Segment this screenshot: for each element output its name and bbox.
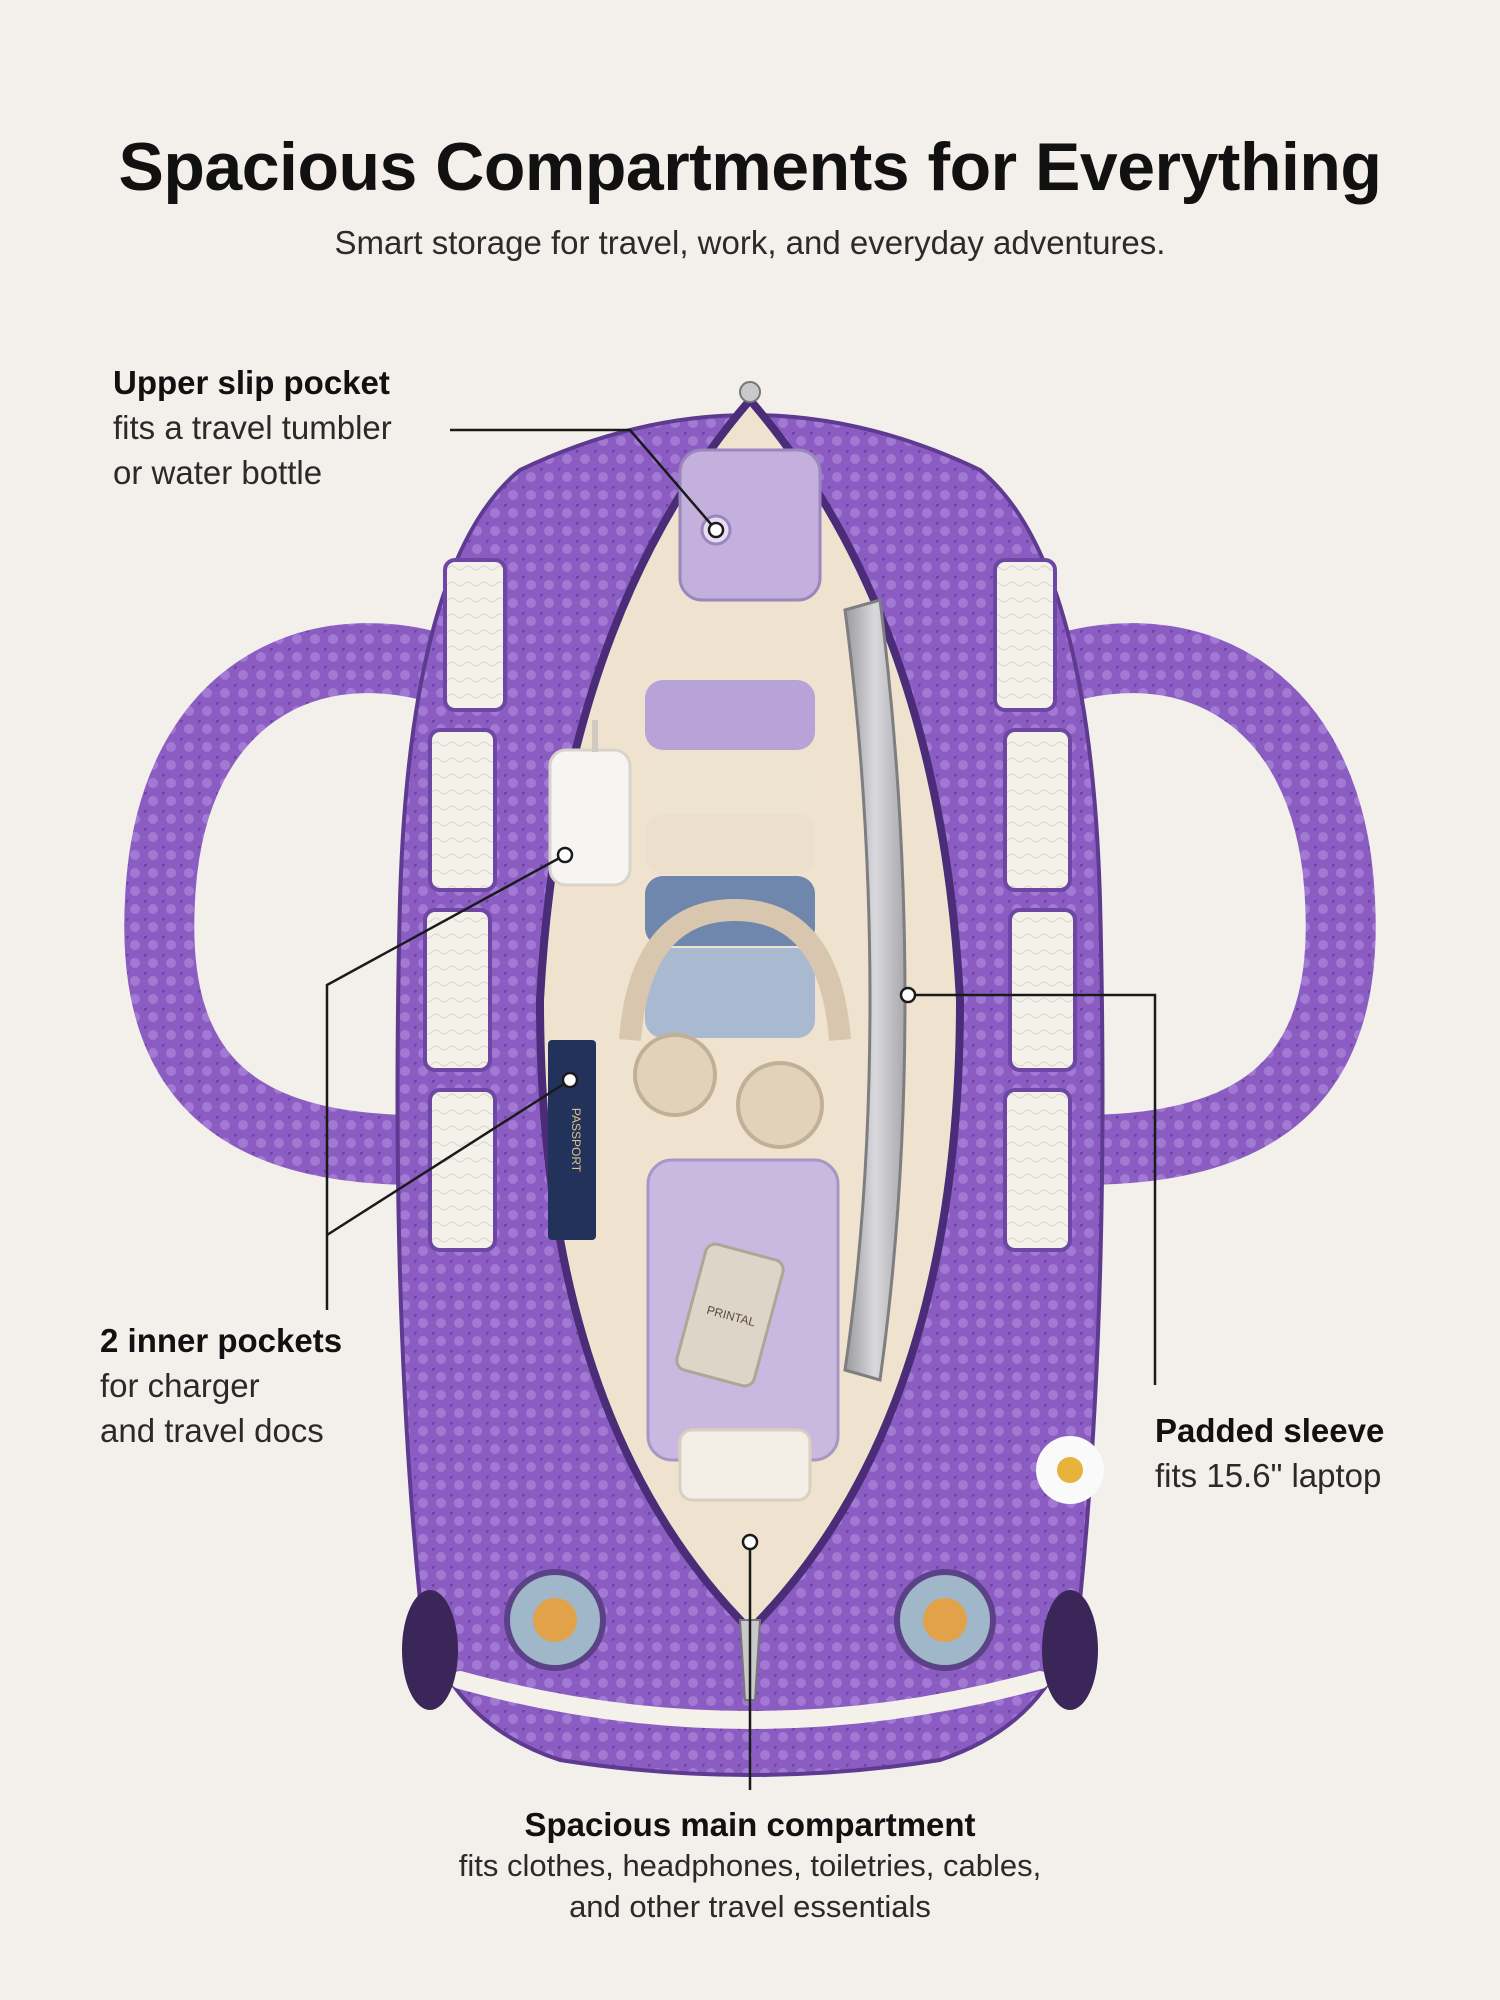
zipper-pull-top — [739, 381, 761, 403]
callout-dots — [556, 521, 917, 1551]
callout-line: and travel docs — [100, 1412, 324, 1449]
callout-inner-pockets: 2 inner pockets for charger and travel d… — [100, 1318, 342, 1453]
callout-heading: Padded sleeve — [1155, 1412, 1385, 1449]
callout-line: or water bottle — [113, 454, 323, 491]
callout-line: fits 15.6" laptop — [1155, 1457, 1382, 1494]
right-handle — [995, 623, 1376, 1185]
passport: PASSPORT — [548, 1040, 596, 1240]
callout-heading: Upper slip pocket — [113, 364, 390, 401]
callout-line: fits clothes, headphones, toiletries, ca… — [458, 1848, 1042, 1883]
callout-heading: 2 inner pockets — [100, 1322, 343, 1359]
headphones — [619, 898, 851, 1149]
left-handle — [124, 623, 505, 1185]
callout-line: for charger — [100, 1367, 260, 1404]
callout-upper-slip-pocket: Upper slip pocket fits a travel tumbler … — [113, 360, 392, 495]
callout-lines — [325, 428, 1157, 1790]
callout-main-compartment: Spacious main compartment fits clothes, … — [0, 1804, 1500, 1927]
callout-line: fits a travel tumbler — [113, 409, 392, 446]
page-subtitle: Smart storage for travel, work, and ever… — [334, 224, 1166, 261]
callout-heading: Spacious main compartment — [524, 1806, 976, 1843]
page-title: Spacious Compartments for Everything — [118, 129, 1382, 205]
callout-padded-sleeve: Padded sleeve fits 15.6" laptop — [1155, 1408, 1384, 1498]
folded-clothes — [645, 680, 815, 1038]
passport-text: PASSPORT — [569, 1108, 583, 1173]
toiletry-pouch: PRINTAL — [646, 1158, 840, 1502]
bus-front — [402, 1436, 1104, 1729]
tumbler — [678, 448, 822, 602]
callout-line: and other travel essentials — [569, 1889, 931, 1924]
laptop — [843, 598, 907, 1382]
